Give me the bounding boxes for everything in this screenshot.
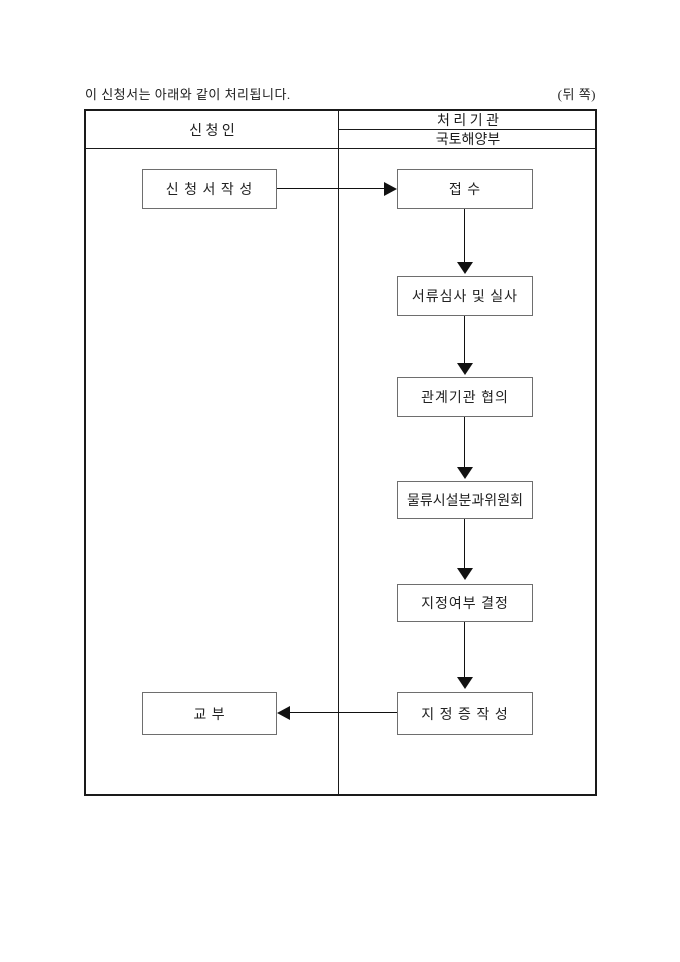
flow-box-write-application: 신 청 서 작 성 <box>142 169 277 209</box>
flow-box-designation-decision: 지정여부 결정 <box>397 584 533 622</box>
arrow-line-certificate-to-issuance <box>290 712 397 713</box>
arrowhead-right-icon <box>384 182 397 196</box>
agency-column-header: 처 리 기 관 <box>436 114 500 129</box>
flow-box-receipt: 접 수 <box>397 169 533 209</box>
applicant-column-header: 신 청 인 <box>189 123 235 139</box>
column-divider-line <box>338 111 339 794</box>
flow-box-document-review: 서류심사 및 실사 <box>397 276 533 316</box>
agency-header-divider-line <box>339 129 597 130</box>
process-table: 신 청 인 처 리 기 관 국토해양부 신 청 서 작 성 교 부 접 수 서류… <box>84 109 597 796</box>
arrow-line-consultation-to-committee <box>464 417 465 468</box>
arrowhead-down-icon <box>457 467 473 479</box>
arrow-line-apply-to-receipt <box>277 188 385 189</box>
flow-box-agency-consultation: 관계기관 협의 <box>397 377 533 417</box>
header-bottom-line <box>86 148 595 149</box>
arrow-line-decision-to-certificate <box>464 622 465 678</box>
arrowhead-left-icon <box>277 706 290 720</box>
title-row: 이 신청서는 아래와 같이 처리됩니다. (뒤 쪽) <box>85 84 596 102</box>
agency-name-subheader: 국토해양부 <box>435 133 501 148</box>
flow-box-logistics-subcommittee: 물류시설분과위원회 <box>397 481 533 519</box>
arrowhead-down-icon <box>457 363 473 375</box>
arrow-line-committee-to-decision <box>464 519 465 569</box>
arrowhead-down-icon <box>457 262 473 274</box>
flow-box-certificate-writing: 지 정 증 작 성 <box>397 692 533 735</box>
arrow-line-review-to-consultation <box>464 316 465 364</box>
arrow-line-receipt-to-review <box>464 209 465 263</box>
arrowhead-down-icon <box>457 677 473 689</box>
flow-box-issuance: 교 부 <box>142 692 277 735</box>
back-side-note: (뒤 쪽) <box>557 87 596 102</box>
intro-text: 이 신청서는 아래와 같이 처리됩니다. <box>85 87 291 102</box>
arrowhead-down-icon <box>457 568 473 580</box>
